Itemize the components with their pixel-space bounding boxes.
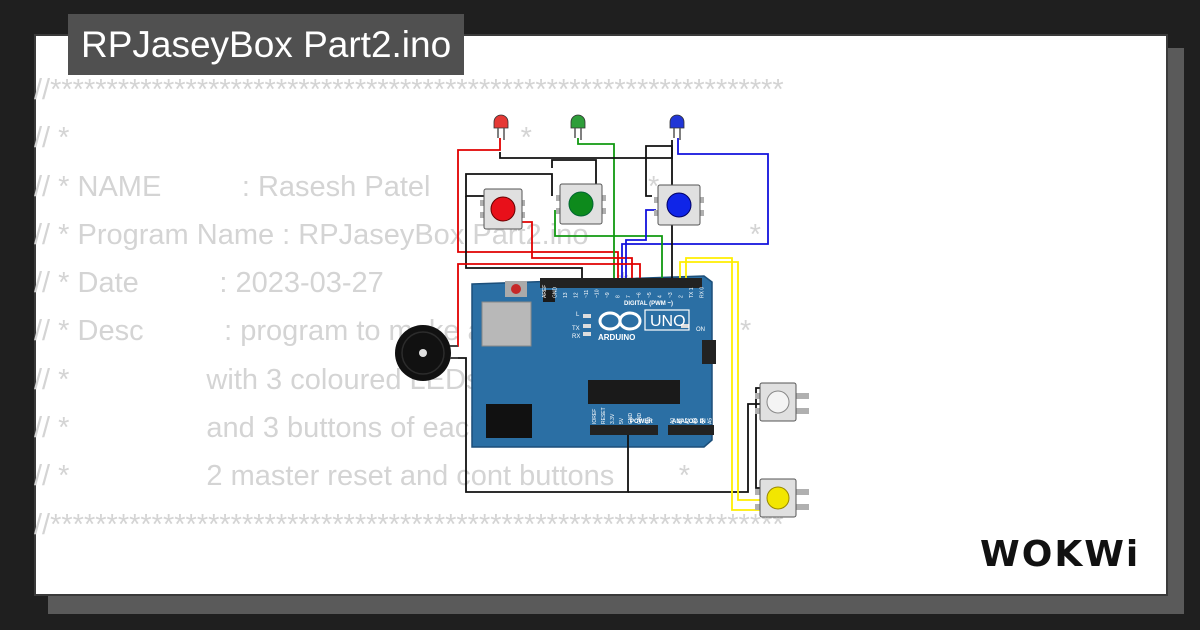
pin-label: A4 [700,418,706,424]
analog-header [668,425,714,435]
wire-yellow-button [685,257,760,511]
pin-label: Vin [646,417,652,424]
pin-label: 8 [616,295,622,298]
wire-green-button [554,210,663,278]
arduino-uno-board[interactable]: ARDUINO UNO DIGITAL (PWM ~) POWER ANALOG… [471,275,716,448]
pin-label: A1 [678,418,684,424]
wire-white-button [679,261,760,501]
green-button[interactable] [556,183,606,225]
pin-label: 3.3V [610,413,616,424]
red-led[interactable] [493,114,509,140]
wire-gnd-top [465,196,583,278]
green-led[interactable] [570,114,586,140]
code-line: //**************************************… [34,508,784,541]
pin-label: ~11 [584,290,590,298]
svg-text:WOKWi: WOKWi [980,534,1140,575]
buzzer[interactable] [395,325,458,381]
pin-label: 13 [563,292,569,298]
uno-label: UNO [650,313,686,330]
digital-pin-labels: AREF GND 13 12 ~11 ~10 ~9 8 7 ~6 ~5 4 ~3 2 TX 1 RX 0 [542,285,706,298]
white-button[interactable] [755,382,809,422]
code-line: // * NAME : Rasesh Patel * [34,170,660,203]
blue-led[interactable] [669,114,685,140]
power-header [590,425,658,435]
pin-label: ~5 [647,292,653,298]
wire-green-led [577,138,615,278]
yellow-button[interactable] [755,478,809,518]
pin-label: A5 [708,418,714,424]
pin-label: GND [553,287,559,299]
arduino-logo [598,311,642,331]
pin-label: A2 [685,418,691,424]
digital-header-label: DIGITAL (PWM ~) [624,301,673,307]
power-jack [486,404,532,438]
arduino-brand-label: ARDUINO [598,333,635,342]
wire-red-led [457,138,619,278]
pin-label: IOREF [592,409,598,424]
pin-label: ~6 [637,292,643,298]
pin-label: 5V [619,417,625,424]
wire-blue-button [625,209,656,278]
pin-label: GND [637,413,643,425]
pin-label: 2 [679,295,685,298]
blue-button[interactable] [654,184,704,226]
wire-gnd-master [628,403,760,493]
analog-header-label: ANALOG IN [672,419,706,425]
pin-label: TX 1 [689,287,695,298]
tx-label: TX [572,326,580,332]
pin-label: RX 0 [700,287,706,298]
reset-button[interactable] [511,284,521,294]
rx-label: RX [572,334,580,340]
pin-label: 12 [574,292,580,298]
project-title: RPJaseyBox Part2.ino [68,14,465,75]
pin-label: AREF [542,285,548,298]
pin-label: ~10 [595,289,601,298]
wokwi-logo: WOKWi [980,534,1140,575]
code-line: //**************************************… [34,74,784,106]
icsp-header [702,340,716,364]
pin-label: ~9 [605,292,611,298]
icsp-small [543,290,555,302]
pin-label: A3 [693,418,699,424]
pin-label: 4 [658,295,664,298]
l-led-label: L [576,312,580,318]
wires [450,138,770,511]
power-header-label: POWER [630,419,653,425]
wire-button-ground-2 [551,159,597,184]
microcontroller-chip [588,380,680,404]
pin-label: A0 [670,418,676,424]
digital-header [540,278,702,288]
red-button[interactable] [480,188,525,230]
code-line: // * * [34,122,532,155]
pin-label: ~3 [668,292,674,298]
wire-buzzer-ground [450,357,629,493]
pin-label: 7 [626,295,632,298]
wire-button-ground-1 [465,173,553,197]
on-led-label: ON [696,327,705,333]
pin-label: GND [628,413,634,425]
wire-red-button [522,221,633,278]
pin-label: RESET [601,407,607,424]
usb-port [481,301,532,347]
wire-blue-led [621,138,769,278]
